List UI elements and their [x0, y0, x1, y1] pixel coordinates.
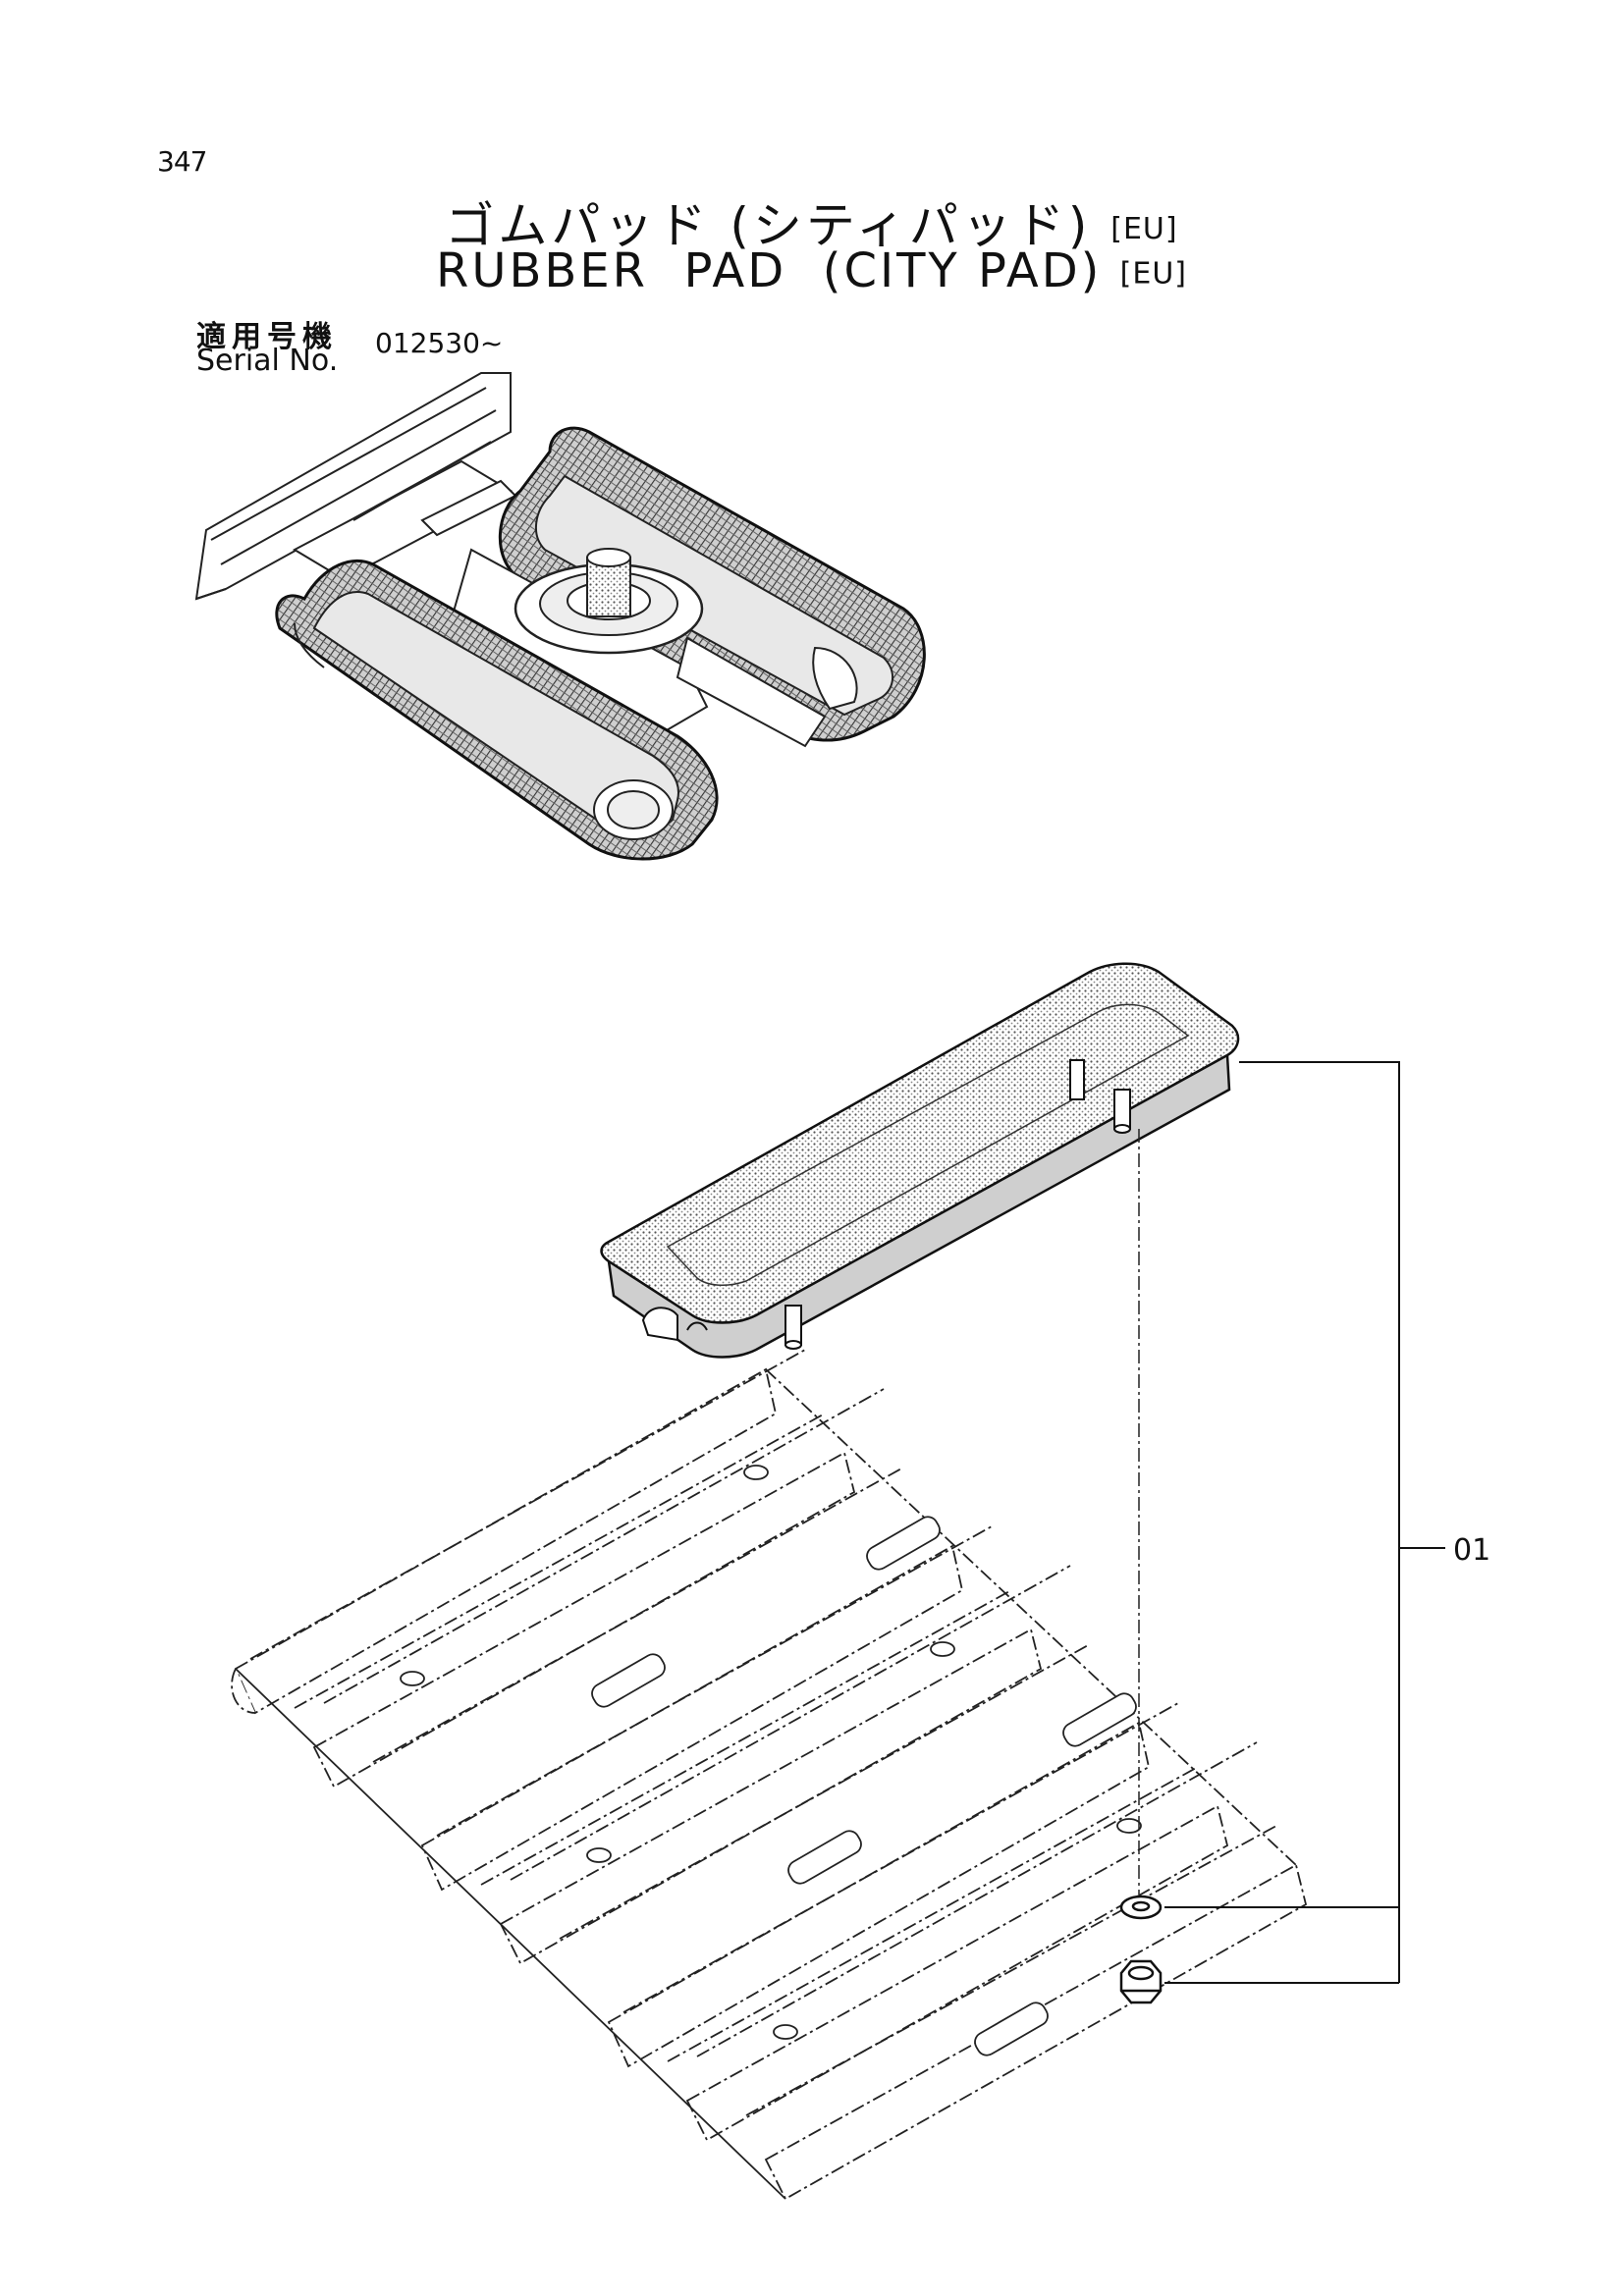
- pad-bolt: [784, 1059, 1131, 1350]
- serial-label-english: Serial No.: [196, 344, 339, 378]
- title-english-text: RUBBER PAD (CITY PAD): [435, 243, 1103, 298]
- track-shoes: [231, 1349, 1308, 2201]
- title-english-region-tag: [EU]: [1119, 256, 1187, 292]
- track-shoe: [420, 1544, 1091, 1965]
- callout-bracket-01: [1164, 1061, 1445, 1984]
- title-japanese-region-tag: [EU]: [1110, 212, 1178, 246]
- title-japanese-text: ゴムパッド (シティパッド): [445, 197, 1092, 254]
- page-number: 347: [157, 145, 207, 178]
- rubber-pad: [600, 962, 1240, 1359]
- washer: [1119, 1895, 1163, 1920]
- track-front: [275, 559, 719, 861]
- title-japanese: ゴムパッド (シティパッド) [EU]: [0, 187, 1623, 257]
- callout-label-01: 01: [1453, 1533, 1491, 1568]
- track-rear: [498, 426, 926, 742]
- title-english: RUBBER PAD (CITY PAD) [EU]: [0, 243, 1623, 298]
- serial-label-japanese: 適用号機: [196, 320, 338, 354]
- track-shoe: [231, 1367, 904, 1789]
- undercarriage-overview: [194, 372, 926, 861]
- track-shoe: [607, 1721, 1308, 2201]
- nut: [1119, 1959, 1163, 2004]
- serial-number-value: 012530~: [375, 327, 504, 359]
